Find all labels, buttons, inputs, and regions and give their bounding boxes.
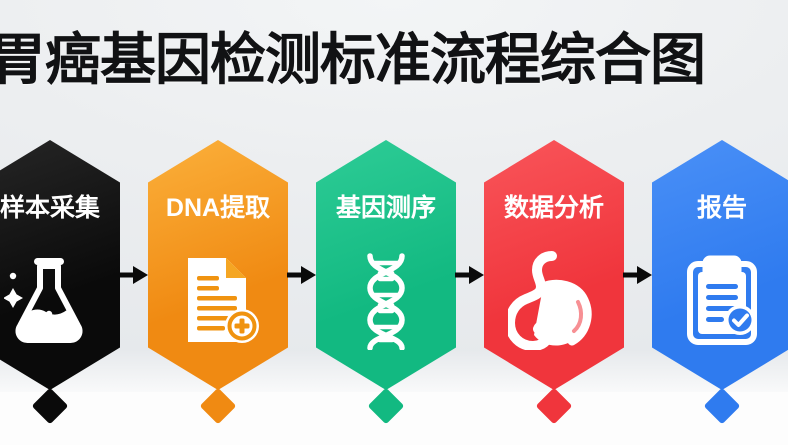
arrow-right-icon [455,264,485,286]
process-step-2[interactable]: DNA提取 [148,140,288,425]
step-label: 样本采集 [0,194,100,222]
step-label: DNA提取 [165,194,271,222]
clipboard-check-icon [676,250,768,350]
step-label: 基因测序 [335,194,436,222]
arrow-right-icon [623,264,653,286]
process-step-1[interactable]: 样本采集 [0,140,120,425]
process-step-4[interactable]: 数据分析 [484,140,624,425]
arrow-right-icon [119,264,149,286]
step-hexagon [484,140,624,390]
process-flow: 样本采集 DNA提取 [0,140,788,425]
arrow-right-icon [287,264,317,286]
flask-icon [4,250,96,350]
process-step-3[interactable]: 基因测序 [316,140,456,425]
document-plus-icon [172,250,264,350]
step-label: 数据分析 [503,194,604,222]
step-label: 报告 [696,194,747,222]
stomach-icon [508,250,600,350]
dna-helix-icon [340,250,432,350]
page-title: 胃癌基因检测标准流程综合图 [0,28,706,91]
process-step-5[interactable]: 报告 [652,140,788,425]
